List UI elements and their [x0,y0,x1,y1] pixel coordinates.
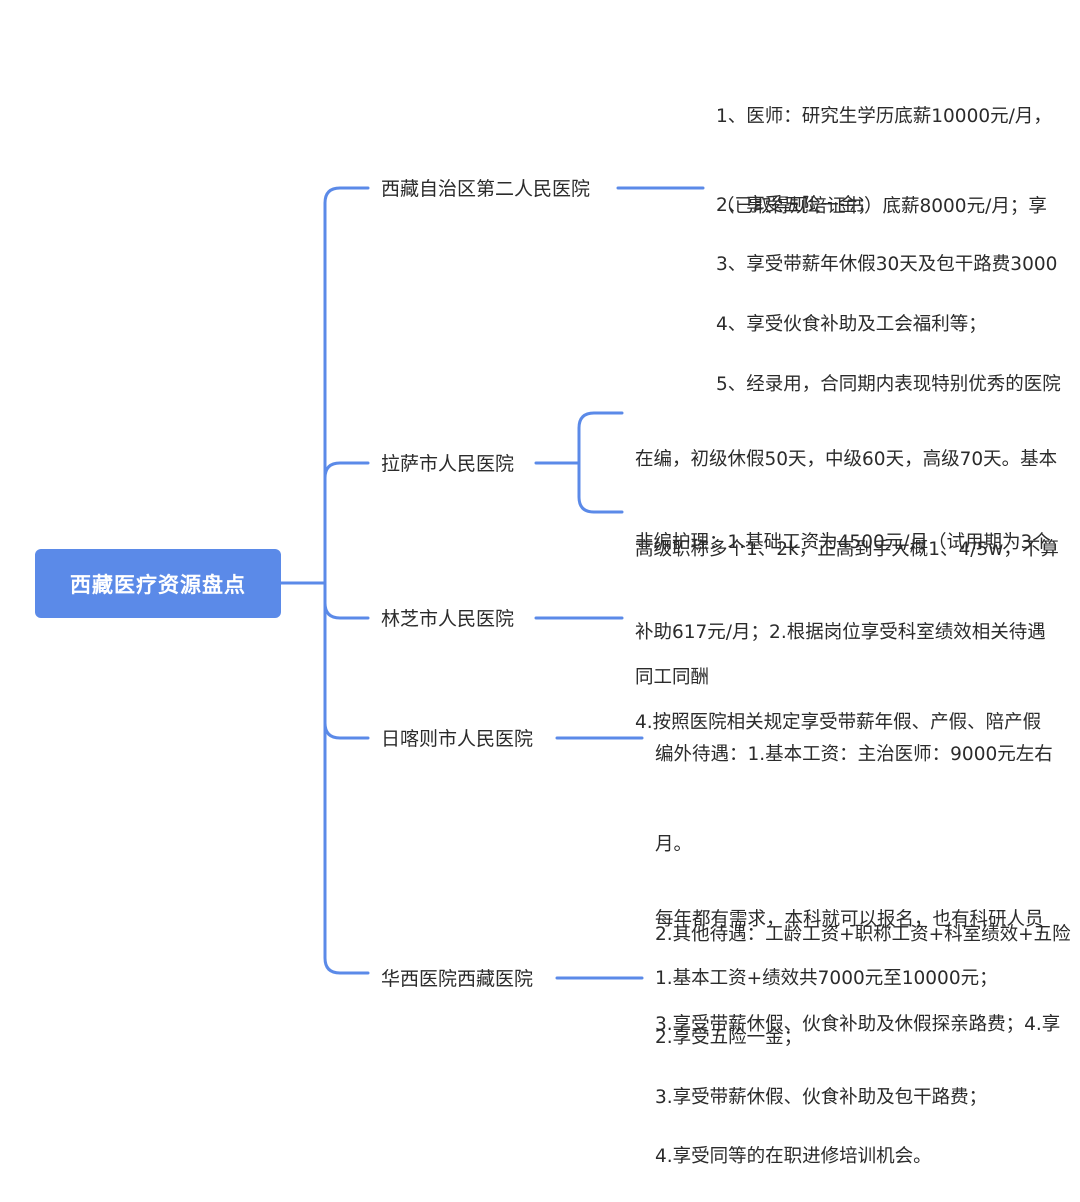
detail-line: 月。 [655,834,693,855]
hospital-node-label: 拉萨市人民医院 [381,453,515,475]
detail-line: 4、享受伙食补助及工会福利等； [716,314,987,335]
connector-h2-split [577,411,624,514]
detail-leaf[interactable]: 同工同酬 [635,603,709,723]
detail-line: 2.其他待遇：工龄工资+职称工资+科室绩效+五险 [655,924,1071,945]
hospital-node-label: 林芝市人民医院 [381,608,515,630]
detail-line: 2.享受五险一金； [655,1027,803,1048]
hospital-node-label: 西藏自治区第二人民医院 [381,178,591,200]
detail-line: 编外待遇：1.基本工资：主治医师：9000元左右 [655,744,1053,765]
detail-line: 非编护理：1.基础工资为4500元/月（试用期为3个 [635,532,1051,553]
detail-leaf[interactable]: 3.享受带薪休假、伙食补助及包干路费； [655,1023,987,1143]
detail-leaf[interactable]: 3、享受带薪年休假30天及包干路费3000 [716,190,1057,310]
detail-leaf[interactable]: 4.享受同等的在职进修培训机会。 [655,1082,932,1202]
detail-line: 3.享受带薪休假、伙食补助及包干路费； [655,1087,988,1108]
hospital-node-label: 华西医院西藏医院 [381,968,534,990]
root-node-label: 西藏医疗资源盘点 [70,572,246,597]
detail-line: （已取得规培证书）底薪8000元/月；享 [716,196,1047,217]
detail-leaf[interactable]: 每年都有需求，本科就可以报名，也有科研人员 [655,845,1044,965]
root-node[interactable]: 西藏医疗资源盘点 [35,549,281,618]
connector-branch-4 [323,721,370,740]
detail-leaf[interactable]: 1、医师：研究生学历底薪10000元/月， （已取得规培证书）底薪8000元/月… [716,42,1052,252]
connector-branch-2 [323,461,370,480]
detail-line: 4.享受同等的在职进修培训机会。 [655,1146,932,1167]
detail-line: 3.享受带薪休假、伙食补助及休假探亲路费；4.享 [655,1014,1061,1035]
detail-leaf[interactable]: 5、经录用，合同期内表现特别优秀的医院 [716,310,1061,430]
detail-line: 1.基本工资+绩效共7000元至10000元； [655,968,998,989]
detail-line: 3、享受带薪年休假30天及包干路费3000 [716,254,1058,275]
hospital-node-huaxi-tibet[interactable]: 华西医院西藏医院 [381,967,533,991]
detail-line: 补助617元/月；2.根据岗位享受科室绩效相关待遇 [635,622,1046,643]
detail-leaf[interactable]: 1.基本工资+绩效共7000元至10000元； [655,904,998,1024]
hospital-node-lhasa-peoples[interactable]: 拉萨市人民医院 [381,452,514,476]
detail-line: 高级职称多个1、2k，正高到手大概1、4/5w，不算 [635,539,1059,560]
detail-line: 同工同酬 [635,667,710,688]
detail-leaf[interactable]: 非编护理：1.基础工资为4500元/月（试用期为3个 补助617元/月；2.根据… [635,468,1051,768]
hospital-node-tibet-second-peoples[interactable]: 西藏自治区第二人民医院 [381,177,590,201]
detail-line: 4.按照医院相关规定享受带薪年假、产假、陪产假 [635,712,1042,733]
detail-leaf[interactable]: 2.享受五险一金； [655,963,802,1083]
connector-branch-3 [323,601,370,620]
mindmap-connectors [279,186,705,980]
detail-line: 5、经录用，合同期内表现特别优秀的医院 [716,374,1061,395]
detail-line: 在编，初级休假50天，中级60天，高级70天。基本 [635,449,1058,470]
detail-leaf[interactable]: 2、享受五险一金； [716,131,876,251]
detail-leaf[interactable]: 4、享受伙食补助及工会福利等； [716,250,987,370]
connector-trunk [323,186,370,975]
detail-leaf[interactable]: 编外待遇：1.基本工资：主治医师：9000元左右 月。 2.其他待遇：工龄工资+… [655,680,1071,1070]
hospital-node-label: 日喀则市人民医院 [381,728,534,750]
detail-line: 1、医师：研究生学历底薪10000元/月， [716,106,1052,127]
detail-leaf[interactable]: 在编，初级休假50天，中级60天，高级70天。基本 高级职称多个1、2k，正高到… [635,385,1059,595]
hospital-node-shigatse-peoples[interactable]: 日喀则市人民医院 [381,727,533,751]
detail-line: 每年都有需求，本科就可以报名，也有科研人员 [655,909,1044,930]
detail-line: 2、享受五险一金； [716,195,876,216]
hospital-node-nyingchi-peoples[interactable]: 林芝市人民医院 [381,607,514,631]
